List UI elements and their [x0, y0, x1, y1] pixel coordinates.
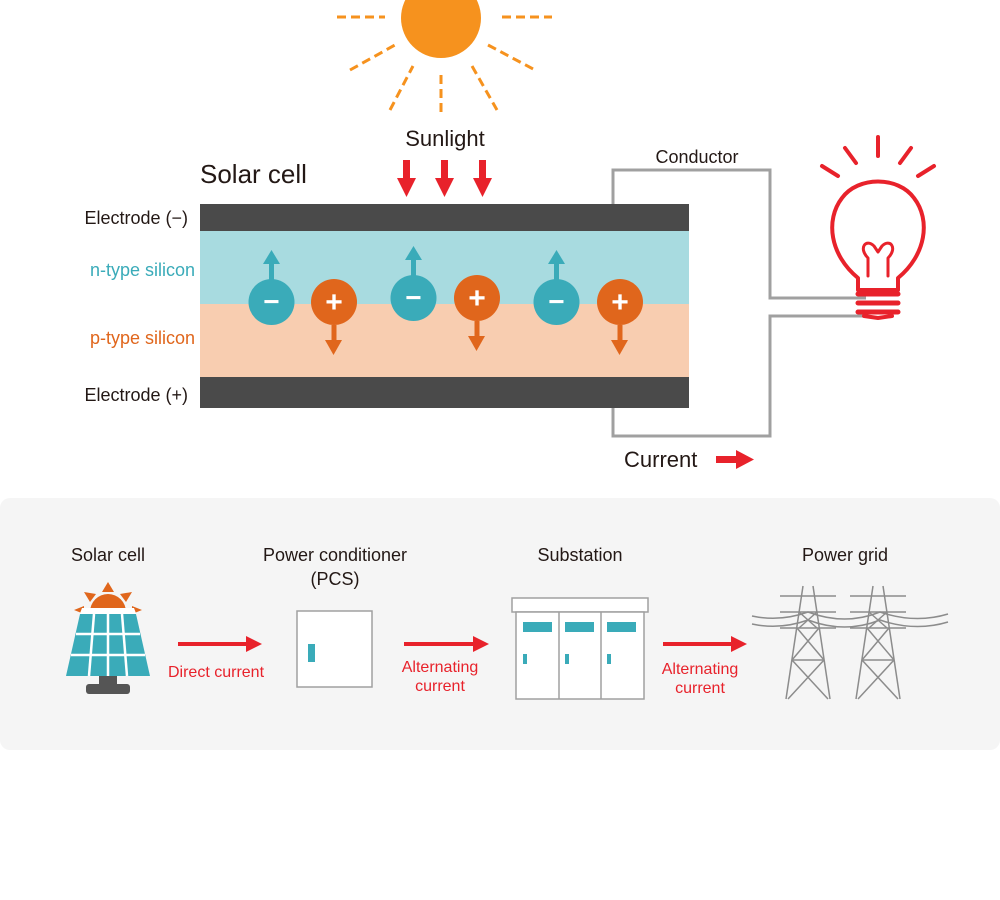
sunlight-arrow-icon — [473, 160, 492, 197]
hole-symbol: + — [325, 286, 343, 319]
current-arrow-icon — [716, 450, 754, 469]
conductor-wire-top — [611, 168, 866, 300]
sunlight-arrow-icon — [397, 160, 416, 197]
sun-icon — [337, 0, 552, 112]
hole-icon: + — [311, 279, 357, 355]
flow-label-alternating-2: Alternating — [662, 661, 739, 678]
electron-symbol: − — [405, 282, 421, 313]
flow-label-direct-current: Direct current — [168, 664, 265, 681]
flow-label-current-2: current — [675, 680, 725, 697]
conductor-wire-bottom — [611, 314, 866, 438]
hole-icon: + — [597, 279, 643, 355]
stage-label-solar-cell: Solar cell — [71, 545, 145, 565]
sunlight-arrows — [397, 160, 492, 197]
charges: − + − + − — [248, 246, 643, 355]
flow-arrows — [178, 636, 747, 652]
stage-label-substation: Substation — [537, 545, 622, 565]
electron-icon: − — [248, 250, 295, 325]
stage-label-power-grid: Power grid — [802, 545, 888, 565]
flow-panel — [0, 498, 1000, 750]
light-bulb-icon — [820, 135, 936, 320]
sunlight-arrow-icon — [435, 160, 454, 197]
p-type-label: p-type silicon — [90, 328, 195, 348]
electrode-positive-label: Electrode (+) — [84, 385, 188, 405]
stage-sublabel-pcs: (PCS) — [311, 569, 360, 589]
electron-symbol: − — [263, 286, 279, 317]
flow-arrow-icon — [404, 636, 489, 652]
sunlight-label: Sunlight — [405, 126, 485, 151]
flow-label-alternating-1: Alternating — [402, 659, 479, 676]
substation-icon — [511, 597, 649, 700]
power-conditioner-icon — [296, 610, 373, 688]
stage-label-power-conditioner: Power conditioner — [263, 545, 407, 565]
hole-symbol: + — [468, 282, 486, 315]
power-grid-icon — [751, 585, 949, 700]
flow-arrow-icon — [663, 636, 747, 652]
electron-icon: − — [533, 250, 580, 325]
current-label: Current — [624, 447, 697, 472]
solar-cell-title: Solar cell — [200, 159, 307, 189]
flow-arrow-icon — [178, 636, 262, 652]
electrode-positive-layer — [200, 377, 689, 408]
electrode-negative-layer — [200, 204, 689, 231]
flow-label-current-1: current — [415, 678, 465, 695]
electron-icon: − — [390, 246, 437, 321]
conductor-label: Conductor — [655, 147, 738, 167]
electron-symbol: − — [548, 286, 564, 317]
electrode-negative-label: Electrode (−) — [84, 208, 188, 228]
n-type-label: n-type silicon — [90, 260, 195, 280]
hole-symbol: + — [611, 286, 629, 319]
solar-panel-icon — [66, 582, 150, 694]
circuit-wires — [611, 168, 866, 438]
hole-icon: + — [454, 275, 500, 351]
